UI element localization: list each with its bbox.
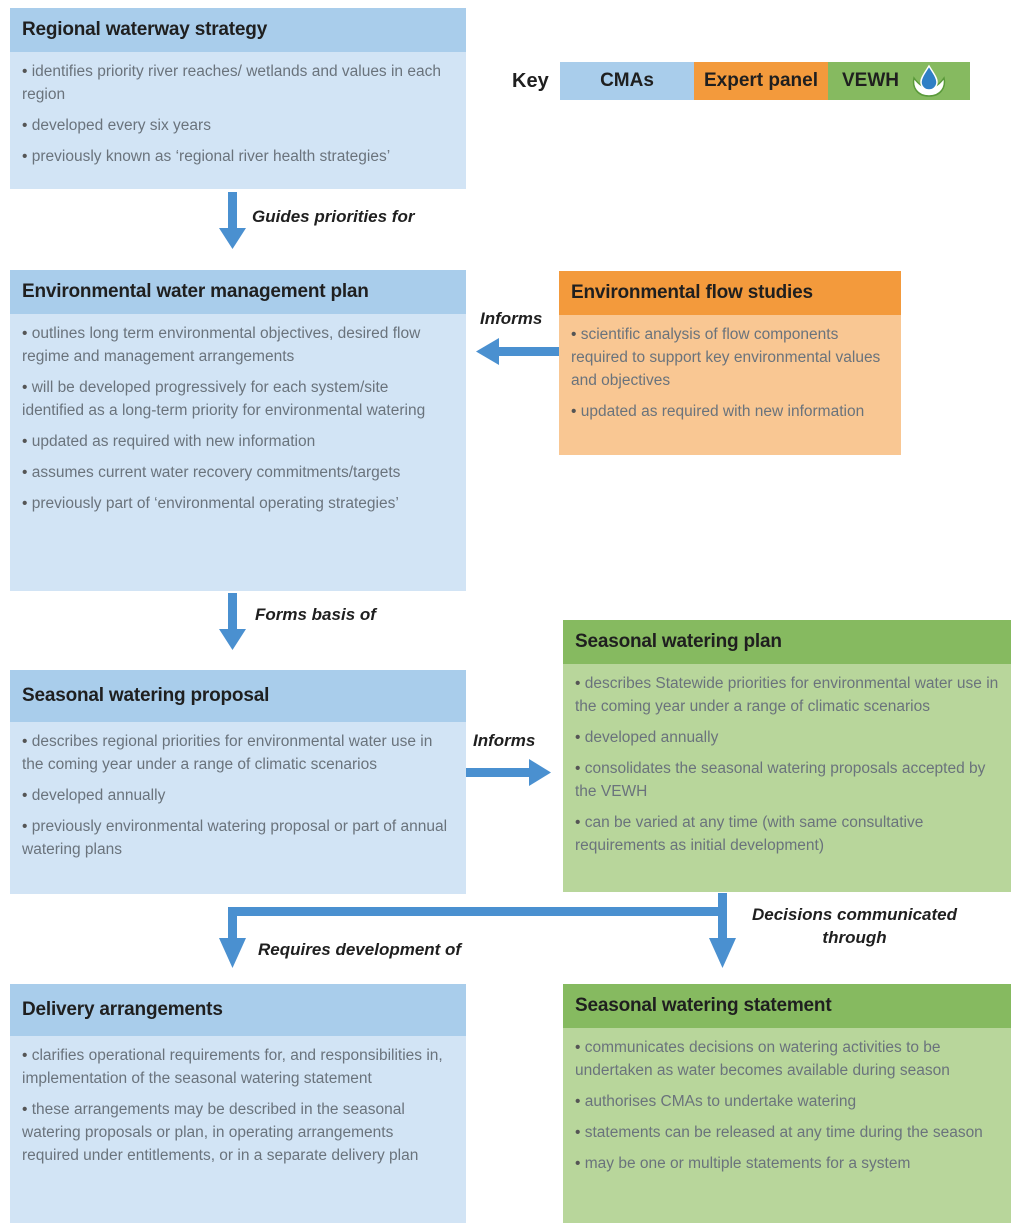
bullet: describes Statewide priorities for envir… [575, 672, 999, 718]
key-item-vewh-label: VEWH [842, 70, 899, 91]
label-informs-2: Informs [473, 731, 536, 750]
bullet: previously environmental watering propos… [22, 815, 454, 861]
key-title: Key [512, 69, 549, 92]
regional-waterway-strategy-box: Regional waterway strategy identifies pr… [10, 8, 466, 189]
key-item-vewh: VEWH [828, 62, 970, 100]
label-decisions-communicated: Decisions communicated through [752, 903, 957, 949]
box-body: identifies priority river reaches/ wetla… [10, 52, 466, 189]
box-title: Environmental flow studies [559, 271, 901, 315]
seasonal-watering-proposal-box: Seasonal watering proposal describes reg… [10, 670, 466, 894]
env-water-management-plan-box: Environmental water management plan outl… [10, 270, 466, 591]
arrow-informs-left [476, 338, 559, 365]
bullet: outlines long term environmental objecti… [22, 322, 454, 368]
seasonal-watering-statement-box: Seasonal watering statement communicates… [563, 984, 1011, 1223]
box-body: describes Statewide priorities for envir… [563, 664, 1011, 892]
bullet: developed every six years [22, 114, 454, 137]
box-body: describes regional priorities for enviro… [10, 722, 466, 894]
bullet: updated as required with new information [22, 430, 454, 453]
bullet: previously known as ‘regional river heal… [22, 145, 454, 168]
bullet: identifies priority river reaches/ wetla… [22, 60, 454, 106]
bullet: these arrangements may be described in t… [22, 1098, 454, 1167]
bullet: may be one or multiple statements for a … [575, 1152, 999, 1175]
bullet: updated as required with new information [571, 400, 889, 423]
arrow-informs-right [465, 759, 551, 786]
key-item-cmas: CMAs [560, 62, 694, 100]
arrow-branch [219, 893, 736, 968]
bullet: describes regional priorities for enviro… [22, 730, 454, 776]
label-decisions-line1: Decisions communicated [752, 905, 958, 924]
box-title: Seasonal watering proposal [10, 670, 466, 722]
box-title: Seasonal watering statement [563, 984, 1011, 1028]
bullet: statements can be released at any time d… [575, 1121, 999, 1144]
legend-key: Key CMAs Expert panel VEWH [512, 62, 970, 100]
box-title: Seasonal watering plan [563, 620, 1011, 664]
box-title: Delivery arrangements [10, 984, 466, 1036]
arrow-guides [219, 192, 246, 249]
bullet: previously part of ‘environmental operat… [22, 492, 454, 515]
bullet: scientific analysis of flow components r… [571, 323, 889, 392]
bullet: assumes current water recovery commitmen… [22, 461, 454, 484]
label-requires-development: Requires development of [258, 940, 462, 959]
delivery-arrangements-box: Delivery arrangements clarifies operatio… [10, 984, 466, 1223]
box-body: scientific analysis of flow components r… [559, 315, 901, 455]
bullet: clarifies operational requirements for, … [22, 1044, 454, 1090]
bullet: consolidates the seasonal watering propo… [575, 757, 999, 803]
bullet: developed annually [575, 726, 999, 749]
bullet: developed annually [22, 784, 454, 807]
box-body: outlines long term environmental objecti… [10, 314, 466, 591]
label-guides-priorities: Guides priorities for [252, 207, 415, 226]
label-forms-basis: Forms basis of [255, 605, 376, 624]
arrow-forms-basis [219, 593, 246, 650]
label-decisions-line2: through [822, 928, 887, 947]
bullet: communicates decisions on watering activ… [575, 1036, 999, 1082]
bullet: will be developed progressively for each… [22, 376, 454, 422]
water-drop-leaf-icon [909, 63, 949, 99]
bullet: authorises CMAs to undertake watering [575, 1090, 999, 1113]
label-informs-1: Informs [480, 309, 543, 328]
box-title: Environmental water management plan [10, 270, 466, 314]
box-body: clarifies operational requirements for, … [10, 1036, 466, 1223]
box-body: communicates decisions on watering activ… [563, 1028, 1011, 1223]
env-flow-studies-box: Environmental flow studies scientific an… [559, 271, 901, 455]
key-item-expert-panel: Expert panel [694, 62, 828, 100]
seasonal-watering-plan-box: Seasonal watering plan describes Statewi… [563, 620, 1011, 892]
box-title: Regional waterway strategy [10, 8, 466, 52]
bullet: can be varied at any time (with same con… [575, 811, 999, 857]
